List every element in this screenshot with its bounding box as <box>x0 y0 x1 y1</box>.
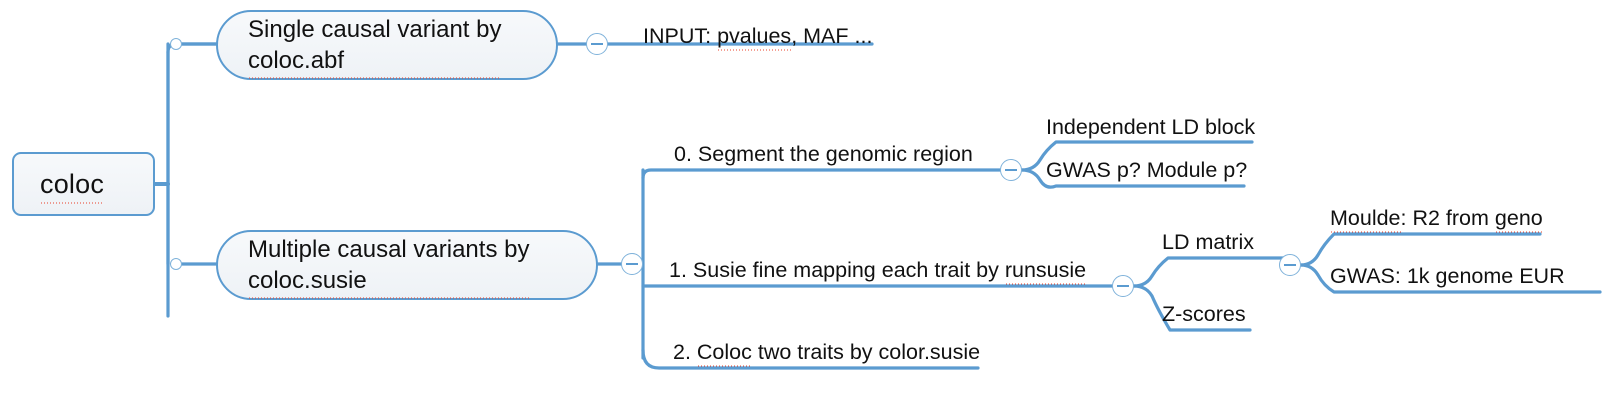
node-single-causal-variant-coloc-abf[interactable]: Single causal variant by coloc.abf <box>216 10 558 80</box>
leaf-input-pvalues-post: , MAF ... <box>791 24 873 48</box>
leaf-moulde-mid: : R2 from <box>1400 206 1495 230</box>
leaf-step-0-segment-genomic-region[interactable]: 0. Segment the genomic region <box>674 142 973 166</box>
leaf-moulde-r2-from-geno[interactable]: Moulde: R2 from geno <box>1330 206 1543 230</box>
leaf-input-pvalues[interactable]: INPUT: pvalues, MAF ... <box>643 24 873 48</box>
node-multiple-causal-variants-coloc-susie[interactable]: Multiple causal variants by coloc.susie <box>216 230 598 300</box>
node-susie-line2: coloc.susie <box>248 265 530 299</box>
leaf-step-2-word: Coloc <box>696 340 752 364</box>
leaf-z-scores[interactable]: Z-scores <box>1162 302 1246 326</box>
collapse-toggle-coloc-abf[interactable] <box>586 33 608 55</box>
branch-junction-dot-abf[interactable] <box>170 38 182 50</box>
leaf-ld-matrix[interactable]: LD matrix <box>1162 230 1254 254</box>
root-node-label: coloc <box>40 168 105 204</box>
leaf-gwas-p-module-p[interactable]: GWAS p? Module p? <box>1046 158 1248 182</box>
leaf-input-pvalues-pre: INPUT: <box>643 24 718 48</box>
root-node-coloc[interactable]: coloc <box>12 152 155 216</box>
collapse-toggle-step-0[interactable] <box>1000 159 1022 181</box>
leaf-input-pvalues-word: pvalues <box>717 24 792 48</box>
leaf-step-2-coloc-two-traits[interactable]: 2. Coloc two traits by color.susie <box>673 340 981 364</box>
leaf-independent-ld-block[interactable]: Independent LD block <box>1046 115 1256 139</box>
leaf-gwas-1k-genome-eur[interactable]: GWAS: 1k genome EUR <box>1330 264 1565 288</box>
leaf-geno-word: geno <box>1494 206 1543 230</box>
leaf-step-1-susie-fine-mapping[interactable]: 1. Susie fine mapping each trait by runs… <box>669 258 1087 282</box>
node-abf-line1: Single causal variant by <box>248 16 502 43</box>
leaf-step-1-word: runsusie <box>1004 258 1087 282</box>
collapse-toggle-step-1[interactable] <box>1112 275 1134 297</box>
leaf-step-1-pre: 1. Susie fine mapping each trait by <box>669 258 1005 282</box>
collapse-toggle-ld-matrix[interactable] <box>1279 254 1301 276</box>
collapse-toggle-coloc-susie[interactable] <box>621 253 643 275</box>
node-susie-line1: Multiple causal variants by <box>248 236 530 263</box>
leaf-step-2-post: two traits by color.susie <box>751 340 981 364</box>
leaf-step-2-pre: 2. <box>673 340 697 364</box>
node-abf-line2: coloc.abf <box>248 45 502 79</box>
leaf-moulde-word: Moulde <box>1330 206 1401 230</box>
branch-junction-dot-susie[interactable] <box>170 258 182 270</box>
